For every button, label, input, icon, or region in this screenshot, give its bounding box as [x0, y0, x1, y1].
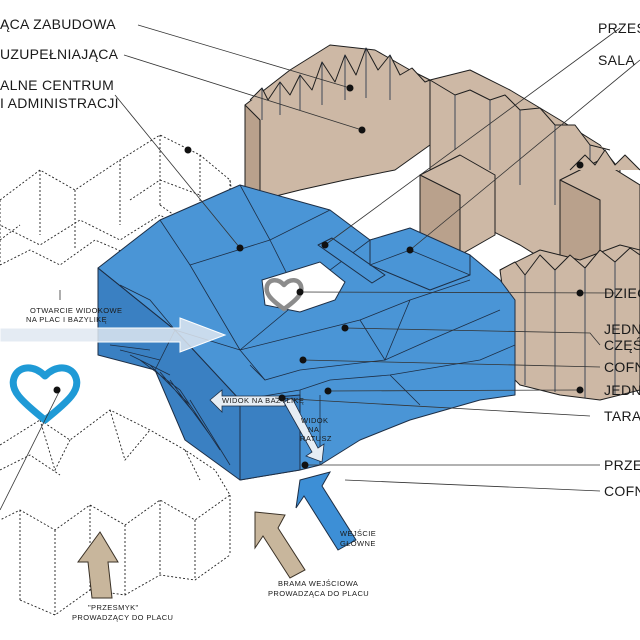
main-entrance-arrow [295, 471, 357, 551]
view-opening-arrow [0, 317, 227, 353]
label-centrum: ALNE CENTRUM [0, 77, 114, 93]
note-otwarcie-line1: OTWARCIE WIDOKOWE [30, 306, 122, 315]
label-zabudowa: ĄCA ZABUDOWA [0, 16, 116, 32]
note-wejscie-2: GŁÓWNE [340, 539, 376, 548]
label-dziedziniec: DZIEC [604, 285, 640, 301]
view-basilica-arrow [209, 389, 286, 413]
label-jednostka-2: JEDN [604, 382, 640, 398]
existing-buildings [244, 44, 640, 401]
gate-arrow [254, 511, 306, 579]
notes: OTWARCIE WIDOKOWE NA PLAC I BAZYLIKĘ WID… [26, 306, 376, 622]
left-labels: ĄCA ZABUDOWA UZUPEŁNIAJĄCA ALNE CENTRUM … [0, 16, 119, 111]
note-brama-1: BRAMA WEJŚCIOWA [278, 579, 358, 588]
note-przesmyk-1: "PRZESMYK" [88, 603, 139, 612]
note-widok-ratusz-3: RATUSZ [300, 434, 332, 443]
note-wejscie-1: WEJŚCIE [340, 529, 376, 538]
right-labels: PRZES SALA DZIEC JEDN CZĘŚ COFN JEDN TAR… [598, 20, 640, 499]
label-taras: TARA [604, 408, 640, 424]
label-cofniecie-2: COFN [604, 483, 640, 499]
view-townhall-arrow [283, 397, 325, 463]
label-przes-bottom: PRZES [604, 457, 640, 473]
label-czesc: CZĘŚ [604, 336, 640, 353]
label-cofniecie-1: COFN [604, 359, 640, 375]
new-building [97, 184, 516, 481]
note-otwarcie-line2: NA PLAC I BAZYLIKĘ [26, 315, 107, 324]
heart-icon [9, 364, 81, 424]
note-przesmyk-2: PROWADZĄCY DO PLACU [72, 613, 173, 622]
arrows [0, 317, 357, 599]
note-brama-2: PROWADZĄCA DO PLACU [268, 589, 369, 598]
leader-lines [0, 24, 640, 511]
note-widok-bazylike: WIDOK NA BAZYLIKĘ [222, 396, 304, 405]
note-widok-ratusz-2: NA [308, 425, 319, 434]
passage-arrow [77, 531, 119, 599]
label-przes-top: PRZES [598, 20, 640, 36]
label-jednostka-1: JEDN [604, 321, 640, 337]
leader-dots [53, 84, 584, 469]
label-uzupelniajaca: UZUPEŁNIAJĄCA [0, 46, 119, 62]
label-administracji: I ADMINISTRACJI [0, 95, 119, 111]
note-widok-ratusz-1: WIDOK [301, 416, 328, 425]
label-sala: SALA [598, 52, 635, 68]
